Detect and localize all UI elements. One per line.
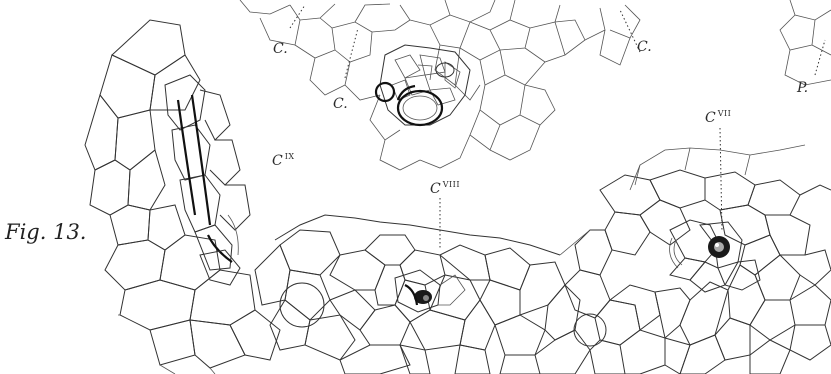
label-c-viii-base: C [430,181,441,197]
bundle-c-vii [670,220,760,292]
bundle-c-viii [395,270,465,312]
label-p: P. [797,81,808,95]
upper-right-cells [780,0,831,85]
label-c-ix-base: C [272,153,283,169]
label-c-viii-sup: VIII [443,180,460,189]
label-c-upper-left: C. [273,42,288,56]
bundle-c-ix [165,75,250,285]
label-c-vii-base: C [705,110,716,126]
central-vascular-bundle [376,45,470,125]
upper-central-tissue [240,0,640,170]
label-c-upper-right: C. [637,40,652,54]
label-c-ix-sup: IX [285,152,295,161]
right-tissue [560,145,831,374]
label-c-center: C. [333,97,348,111]
leader-lines [290,5,825,250]
label-c-vii-sup: VII [718,109,732,118]
figure-title: Fig. 13. [5,220,86,244]
